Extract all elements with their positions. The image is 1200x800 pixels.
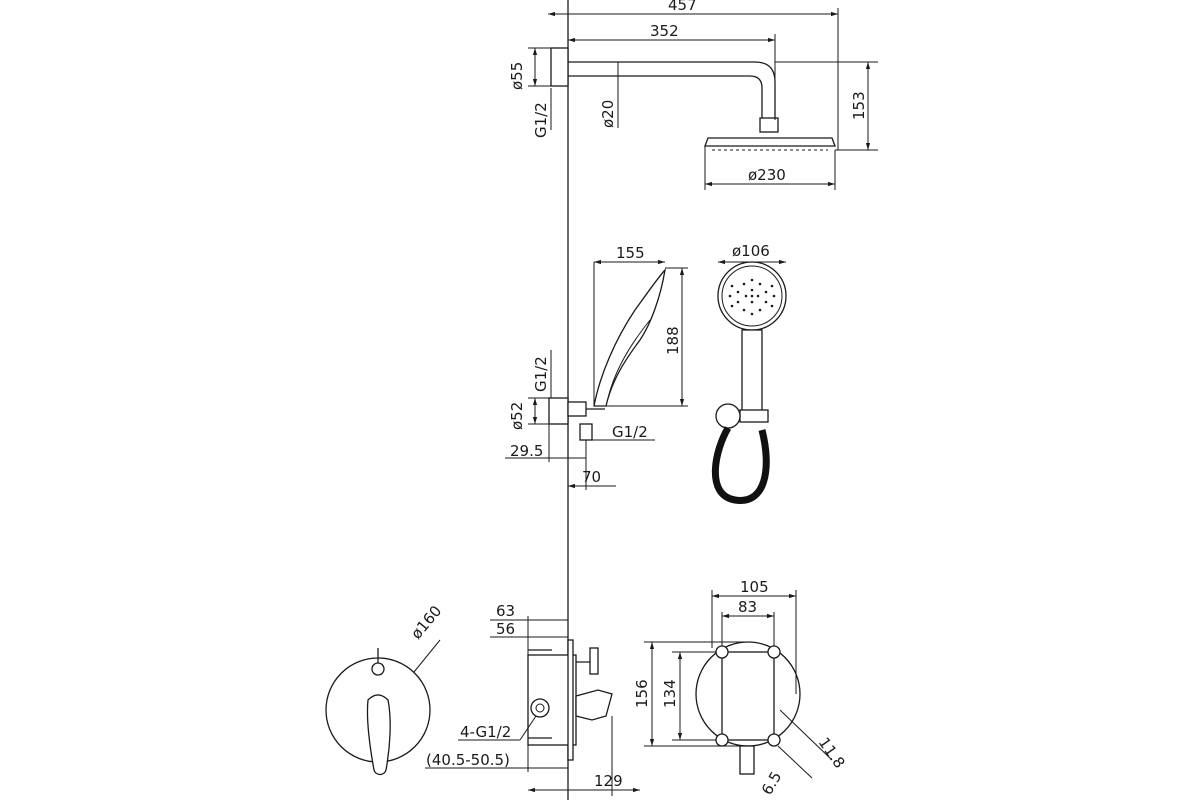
dim-flange-dia: ø55 xyxy=(508,62,526,90)
dim-hand-height: 188 xyxy=(664,326,682,355)
dim-box-inner-height: 134 xyxy=(661,679,679,708)
hand-wall-flange xyxy=(548,397,569,425)
port-fitting xyxy=(530,698,550,718)
dim-plate-dia: ø160 xyxy=(407,602,445,643)
overhead-shower-head xyxy=(704,137,836,147)
spray-nozzles xyxy=(728,278,776,316)
mount-hole-tr xyxy=(767,645,781,659)
dim-mixer-depth-2: 56 xyxy=(496,620,515,638)
dim-hand-flange-dia: ø52 xyxy=(508,402,526,430)
mount-hole-tl xyxy=(715,645,729,659)
dim-arm-total: 457 xyxy=(668,0,697,14)
dim-box-inner: 83 xyxy=(738,598,757,616)
mixer-front-view: ø160 xyxy=(325,602,445,776)
hand-shower-handle xyxy=(593,268,666,407)
dim-box-height: 156 xyxy=(633,679,651,708)
hand-shower-grip xyxy=(741,329,763,416)
ports-label: 4-G1/2 xyxy=(460,723,511,741)
mixer-back-view: 105 83 156 134 11.8 6.5 xyxy=(633,578,849,798)
mixer-lever xyxy=(366,694,391,776)
dim-hand-head-dia: ø106 xyxy=(732,242,770,260)
back-box-outlet xyxy=(739,745,755,775)
hand-shower-side-view: 155 188 G1/2 ø52 G1/2 29.5 70 xyxy=(505,244,688,490)
dim-overhead-height: 153 xyxy=(850,91,868,120)
dim-hand-length: 155 xyxy=(616,244,645,262)
mount-hole-br xyxy=(767,733,781,747)
dim-head-dia: ø230 xyxy=(748,166,786,184)
mixer-side-view: 63 56 4-G1/2 (40.5-50.5) 129 xyxy=(425,602,640,796)
dim-hand-depth: 70 xyxy=(582,468,601,486)
dim-arm-dia: ø20 xyxy=(599,100,617,128)
dim-hand-offset: 29.5 xyxy=(510,442,543,460)
holder-bracket xyxy=(715,403,741,429)
shower-arm-connector xyxy=(759,117,779,133)
lever-side xyxy=(575,689,613,721)
hand-shower-holder-front xyxy=(739,409,769,423)
hand-shower-front-view: ø106 xyxy=(711,242,787,504)
diverter-side xyxy=(589,647,599,675)
overhead-thread-label: G1/2 xyxy=(532,102,550,138)
mixer-faceplate xyxy=(567,639,574,761)
dim-mixer-total-depth: 129 xyxy=(594,772,623,790)
dim-arm-length: 352 xyxy=(650,22,679,40)
dim-install-depth: (40.5-50.5) xyxy=(426,751,510,769)
dim-box-width: 105 xyxy=(740,578,769,596)
shower-hose xyxy=(711,426,770,504)
dim-mount-offset: 11.8 xyxy=(815,734,849,772)
diverter-knob xyxy=(371,662,385,676)
dim-mixer-depth-1: 63 xyxy=(496,602,515,620)
hand-outlet-fitting xyxy=(579,423,593,441)
hand-holder xyxy=(567,401,587,417)
hand-thread-label: G1/2 xyxy=(532,356,550,392)
overhead-wall-flange xyxy=(550,47,569,87)
hand-outlet-thread: G1/2 xyxy=(612,423,648,441)
back-box-frame xyxy=(721,651,775,741)
overhead-shower-view: 457 352 ø55 G1/2 ø20 153 ø230 xyxy=(508,0,878,190)
dim-tab: 6.5 xyxy=(758,768,786,798)
mount-hole-bl xyxy=(715,733,729,747)
